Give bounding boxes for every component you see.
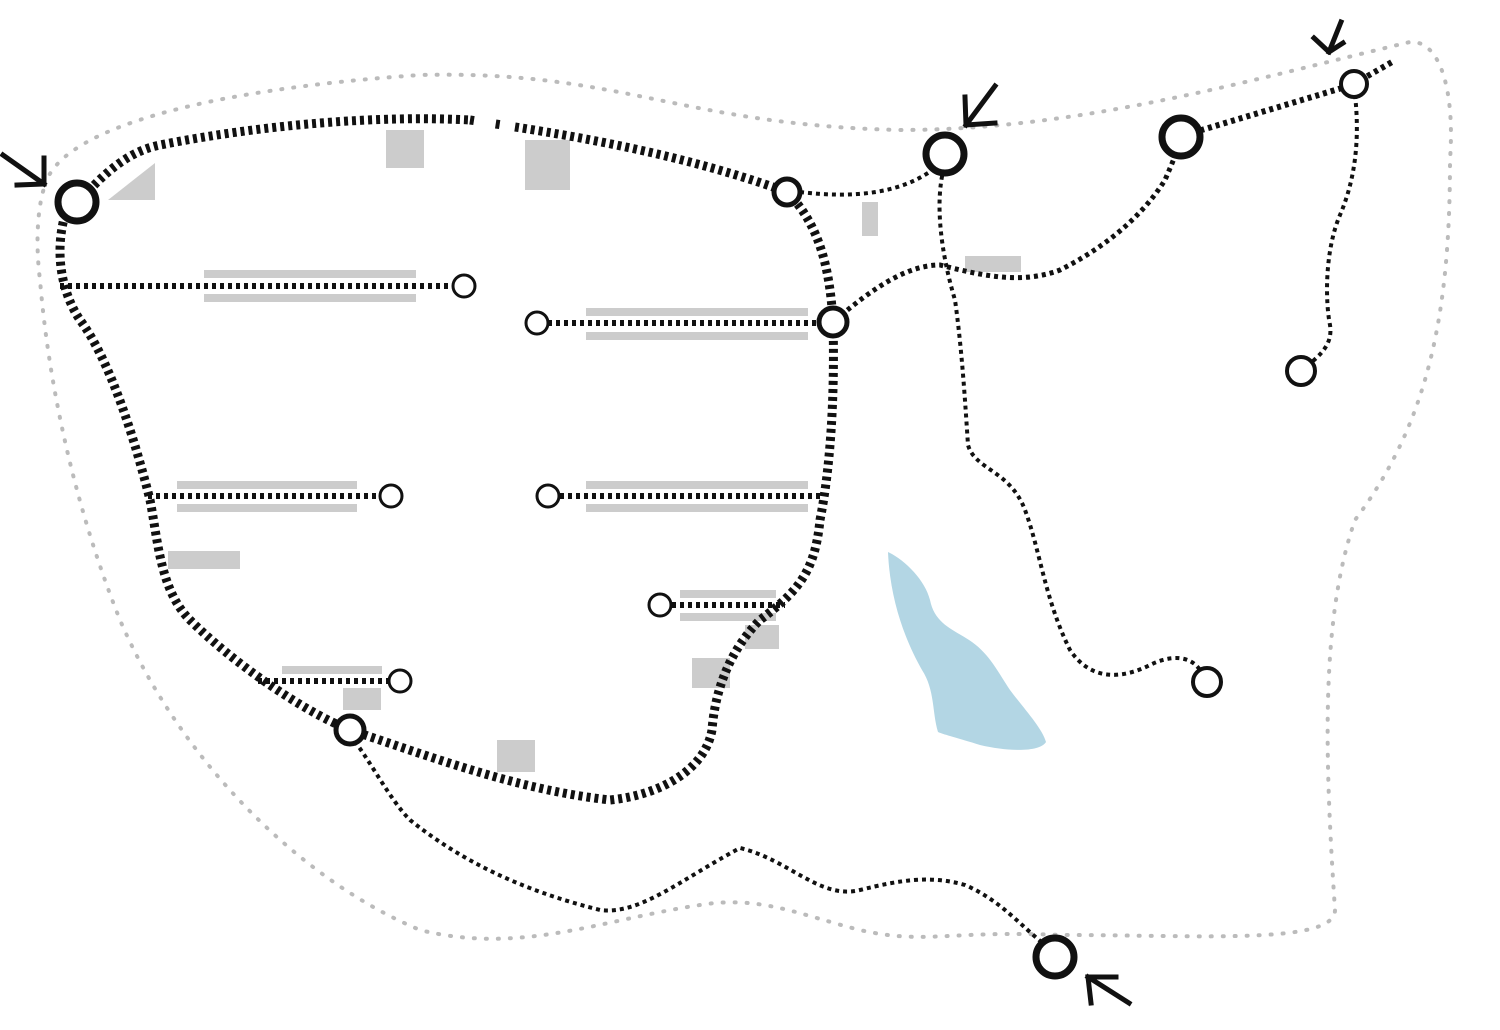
building — [586, 504, 808, 512]
trail-south — [348, 733, 1047, 947]
building — [680, 590, 776, 598]
trail-east — [937, 167, 1202, 677]
building — [586, 332, 808, 340]
main-loop-north — [74, 114, 471, 206]
trail-north-east — [1303, 94, 1359, 370]
entrance-node-far-north-east — [1339, 69, 1369, 99]
end-node — [451, 273, 477, 299]
branch-path-east — [833, 139, 1183, 322]
end-node — [387, 668, 413, 694]
building — [177, 481, 357, 489]
main-loop-north-east — [514, 122, 789, 197]
arrow-icon — [1310, 18, 1347, 56]
building — [680, 613, 776, 621]
main-loop-north-gap — [469, 115, 516, 132]
building — [204, 294, 416, 302]
node — [816, 305, 850, 339]
building — [497, 740, 535, 772]
building — [586, 308, 808, 316]
branch-path-north-east — [1184, 59, 1394, 138]
trail-north-link — [799, 166, 937, 197]
node-north-east — [1158, 114, 1204, 160]
building — [586, 481, 808, 489]
arrow-icon — [0, 151, 48, 188]
building — [692, 658, 730, 688]
entrance-node-north — [922, 131, 968, 177]
pond — [888, 552, 1046, 750]
main-loop-east — [348, 188, 838, 805]
entrance-arrows — [0, 18, 1347, 1007]
building — [525, 140, 570, 190]
building — [862, 202, 878, 236]
end-node — [647, 592, 673, 618]
building — [343, 688, 381, 710]
arrow-icon — [1084, 973, 1133, 1007]
node — [771, 176, 803, 208]
end-node — [378, 483, 404, 509]
building — [204, 270, 416, 278]
end-node — [524, 310, 550, 336]
spur-paths — [60, 283, 822, 684]
main-loop — [55, 114, 838, 805]
end-node — [535, 483, 561, 509]
nodes — [54, 69, 1369, 980]
building — [282, 666, 382, 674]
trails — [348, 94, 1359, 947]
building — [386, 130, 424, 168]
building — [168, 551, 240, 569]
building — [108, 163, 155, 200]
site-boundary — [35, 39, 1453, 941]
arrow-icon — [962, 82, 999, 129]
end-node — [1191, 666, 1223, 698]
building — [965, 256, 1021, 272]
building — [177, 504, 357, 512]
main-loop-west — [55, 213, 352, 735]
end-node — [1285, 355, 1317, 387]
node — [333, 713, 367, 747]
entrance-node-west — [54, 179, 100, 225]
buildings — [108, 130, 1021, 772]
entrance-node-south — [1032, 934, 1078, 980]
